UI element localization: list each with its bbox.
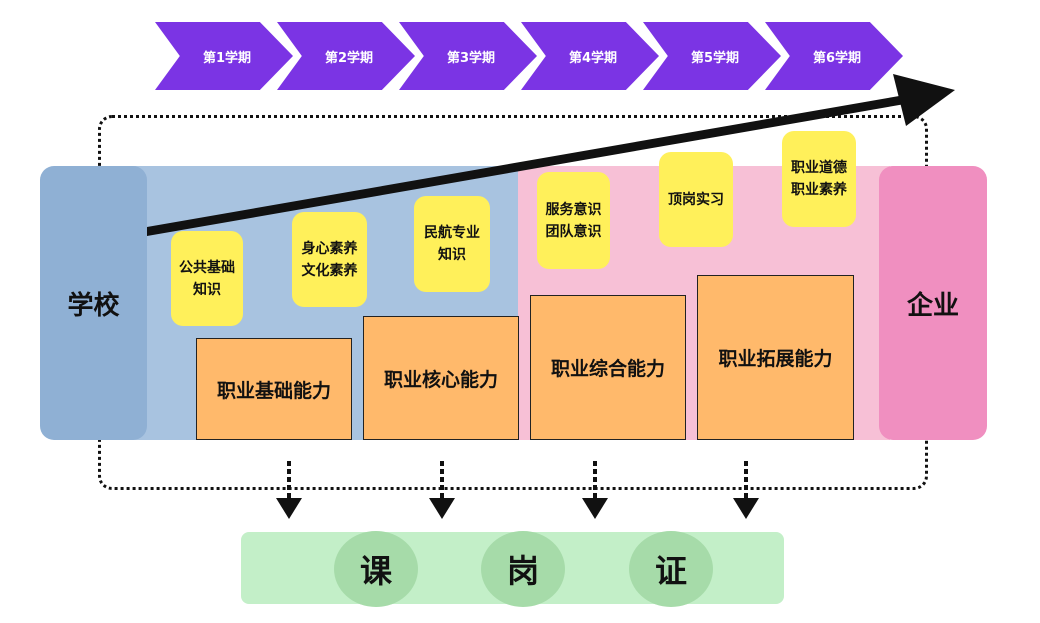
school-block: 学校 (40, 166, 147, 440)
ability-label: 职业综合能力 (550, 358, 665, 380)
ability-label: 职业核心能力 (383, 368, 498, 391)
ability-label: 职业基础能力 (216, 379, 331, 402)
ability-core: 职业核心能力 (363, 316, 519, 440)
outcome-label: 证 (654, 552, 687, 590)
note-line: 团队意识 (545, 223, 602, 240)
company-label: 企业 (906, 290, 959, 321)
note-aviation-knowledge: 民航专业 知识 (414, 196, 490, 292)
note-line: 知识 (193, 281, 221, 298)
note-line: 知识 (438, 247, 466, 263)
note-line: 公共基础 (179, 259, 235, 276)
outcome-label: 岗 (506, 552, 539, 590)
note-line: 民航专业 (424, 225, 480, 241)
note-line: 顶岗实习 (668, 191, 724, 208)
ability-basic: 职业基础能力 (196, 338, 352, 440)
down-arrow-icon (429, 461, 455, 519)
semester-arrow-5: 第5学期 (643, 22, 781, 90)
company-block: 企业 (879, 166, 987, 440)
note-line: 身心素养 (301, 240, 358, 257)
note-line: 服务意识 (545, 201, 602, 218)
note-line: 职业道德 (791, 160, 847, 176)
note-service-team-awareness: 服务意识 团队意识 (537, 172, 610, 269)
down-arrow-icon (582, 461, 608, 519)
down-arrow-icon (276, 461, 302, 519)
school-label: 学校 (67, 290, 120, 321)
outcome-certificate: 证 (629, 531, 713, 607)
note-internship: 顶岗实习 (659, 152, 733, 247)
down-arrow-icon (733, 461, 759, 519)
note-line: 文化素养 (301, 262, 358, 279)
outcome-post: 岗 (481, 531, 565, 607)
outcome-course: 课 (334, 531, 418, 607)
ability-comprehensive: 职业综合能力 (530, 295, 686, 440)
ability-extended: 职业拓展能力 (697, 275, 854, 440)
ability-label: 职业拓展能力 (718, 348, 833, 370)
note-line: 职业素养 (791, 182, 847, 198)
outcome-label: 课 (359, 552, 392, 590)
note-public-basic-knowledge: 公共基础 知识 (171, 231, 243, 326)
note-professional-ethics: 职业道德 职业素养 (782, 131, 856, 227)
note-physical-cultural-literacy: 身心素养 文化素养 (292, 212, 367, 307)
